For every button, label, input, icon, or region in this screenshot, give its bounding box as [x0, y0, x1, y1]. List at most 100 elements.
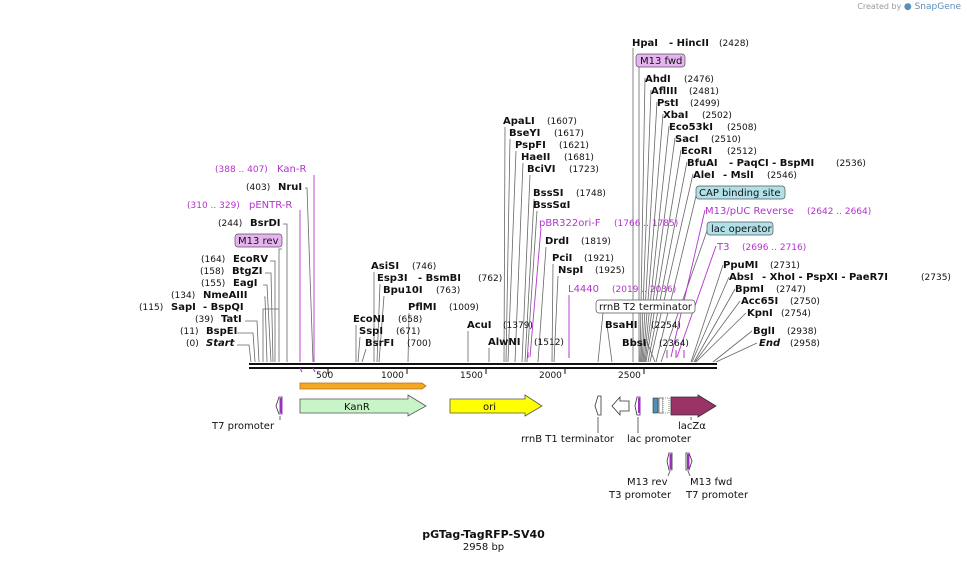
cap-binding-site-box [695, 185, 786, 200]
xhoi-pspxi-paer7i-site: - XhoI - PspXI - PaeR7I [762, 272, 888, 283]
bsrfi-pos: (700) [407, 339, 431, 349]
tick-2000: 2000 [539, 371, 562, 381]
acc65i-site: Acc65I [741, 296, 778, 307]
psti-site: PstI [657, 98, 679, 109]
bpmi-site: BpmI [735, 284, 764, 295]
pentr-r-range: (310 .. 329) [187, 201, 240, 211]
left-site-labels: (388 .. 407) Kan-R (403) NruI (310 .. 32… [139, 164, 306, 349]
end-pos: (2958) [790, 339, 820, 349]
drdi-site: DrdI [545, 236, 569, 247]
lac-mcs-block [662, 397, 670, 414]
tick-1500: 1500 [460, 371, 483, 381]
bgli-site: BglI [753, 326, 775, 337]
bpu10i-pos: (763) [436, 286, 460, 296]
sspi-site: SspI [359, 326, 383, 337]
bsssi-site: BssSI [533, 188, 563, 199]
pcii-pos: (1921) [584, 254, 614, 264]
bsahi-site: BsaHI [605, 320, 637, 331]
lac-operator-box [706, 221, 774, 236]
hincii-site: - HincII [669, 38, 709, 49]
axis-ticks: 500 1000 1500 2000 2500 [316, 369, 645, 381]
left-connectors [237, 187, 314, 363]
xbai-pos: (2502) [702, 111, 732, 121]
ahdi-pos: (2476) [684, 75, 714, 85]
pflmi-site: PflMI [408, 302, 436, 313]
m13-rev-label: M13 rev [627, 477, 668, 488]
m13-fwd-label: M13 fwd [690, 477, 732, 488]
t7-promoter-label-right: T7 promoter [685, 490, 749, 501]
pflmi-pos: (1009) [449, 303, 479, 313]
ori-label: ori [483, 402, 496, 413]
mid-connectors [355, 126, 559, 363]
rrnb-t2-terminator-arrow [611, 395, 630, 417]
eagi-pos: (155) [201, 279, 225, 289]
acui-site: AcuI [467, 320, 492, 331]
l4440-primer: L4440 [568, 284, 599, 295]
nmeaiii-pos: (134) [171, 291, 195, 301]
alwni-pos: (1512) [534, 338, 564, 348]
ppumi-site: PpuMI [723, 260, 758, 271]
m13-fwd-box-label: M13 fwd [640, 56, 682, 67]
alei-site: AleI [693, 170, 715, 181]
tick-500: 500 [316, 371, 333, 381]
haeii-site: HaeII [521, 152, 550, 163]
tati-pos: (39) [195, 315, 213, 325]
primer-connectors-mid [529, 227, 570, 358]
rrnb-t1-terminator-label: rrnB T1 terminator [521, 434, 615, 445]
l4440-range: (2019 .. 2036) [612, 285, 676, 295]
m13-rev-mark [669, 454, 672, 469]
xbai-site: XbaI [663, 110, 688, 121]
drdi-pos: (1819) [581, 237, 611, 247]
primer-mark [638, 398, 641, 413]
eco53ki-pos: (2508) [727, 123, 757, 133]
ori-arrow [449, 394, 543, 417]
kanr-orf-arrow [299, 382, 427, 390]
plasmid-name: pGTag-TagRFP-SV40 [422, 528, 545, 541]
nrui-site: NruI [278, 182, 302, 193]
hpai-site: HpaI [632, 38, 658, 49]
snapgene-logo: ● SnapGene [903, 2, 961, 12]
pentr-r-primer: pENTR-R [249, 200, 292, 211]
brand-name: SnapGene [914, 2, 961, 12]
t7-promoter-label: T7 promoter [211, 421, 275, 432]
bseyi-pos: (1617) [554, 129, 584, 139]
bgli-pos: (2938) [787, 327, 817, 337]
start-site: Start [206, 338, 236, 349]
msli-site: - MslI [723, 170, 754, 181]
alei-pos: (2546) [767, 171, 797, 181]
bsssi-pos: (1748) [576, 189, 606, 199]
m13-fwd-box [635, 53, 686, 68]
bpmi-pos: (2747) [776, 285, 806, 295]
hpai-pos: (2428) [719, 39, 749, 49]
lac-operator-label: lac operator [711, 224, 772, 235]
nrui-pos: (403) [246, 183, 270, 193]
saci-site: SacI [675, 134, 699, 145]
ecori-pos: (2512) [727, 147, 757, 157]
feature-labels: T7 promoter rrnB T1 terminator lac promo… [211, 416, 749, 501]
apali-site: ApaLI [503, 116, 535, 127]
haeii-pos: (1681) [564, 153, 594, 163]
ecorv-site: EcoRV [233, 254, 268, 265]
feature-track: KanR ori [275, 382, 717, 418]
bsrdi-site: BsrDI [250, 218, 281, 229]
nmeaiii-site: NmeAIII [203, 290, 247, 301]
ecorv-pos: (164) [201, 255, 225, 265]
acc65i-pos: (2750) [790, 297, 820, 307]
esp3i-site: Esp3I [377, 273, 408, 284]
psti-pos: (2499) [690, 99, 720, 109]
m13-rev-mark-left [279, 398, 283, 413]
mid-site-labels: AsiSI (746) Esp3I - BsmBI (762) Bpu10I (… [353, 116, 678, 349]
bbsi-pos: (2364) [659, 339, 689, 349]
primer-connectors-right [670, 209, 717, 358]
asisi-site: AsiSI [371, 261, 399, 272]
acui-pos: (1379) [503, 321, 533, 331]
m13-puc-reverse-primer: M13/pUC Reverse [705, 206, 794, 217]
cap-binding-site-label: CAP binding site [699, 188, 781, 199]
esp3i-pos: (762) [478, 274, 502, 284]
kanr-label: KanR [344, 402, 370, 413]
end-site: End [759, 338, 781, 349]
cap-binding-site-block [652, 397, 659, 414]
asisi-pos: (746) [412, 262, 436, 272]
ecori-site: EcoRI [681, 146, 712, 157]
